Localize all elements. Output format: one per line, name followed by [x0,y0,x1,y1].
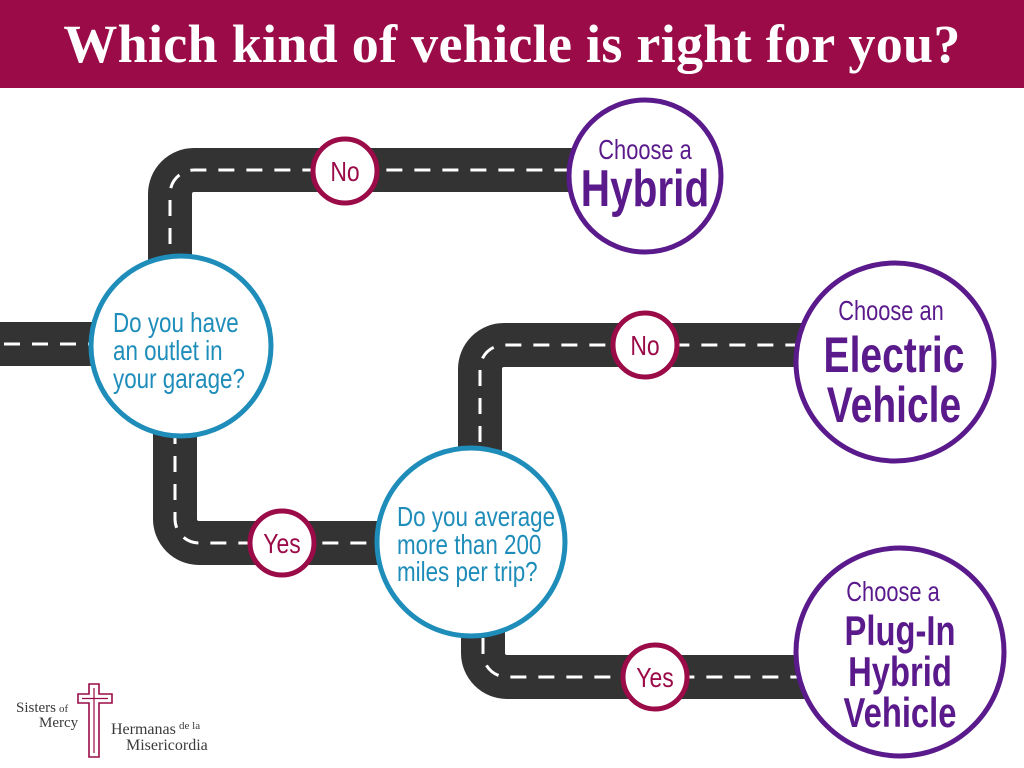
logo-text-misericordia: Misericordia [126,737,208,754]
road-centerline [173,400,420,545]
question-text-line: Do you average [397,502,555,533]
outcome-lead-text: Choose a [598,134,691,165]
answer-circle [620,642,690,712]
outcome-electric-node: Choose an Electric Vehicle [793,260,997,464]
outcome-name-line: Vehicle [844,689,957,736]
outcome-name-line: Hybrid [848,648,952,695]
outcome-plug-in-hybrid-node: Choose a Plug-In Hybrid Vehicle [793,545,1007,759]
question-text-line: more than 200 [397,530,541,561]
answer-label: Yes [263,529,300,560]
question-text-line: Do you have [113,308,239,339]
road-centerline [478,343,830,470]
question-text-line: miles per trip? [397,557,538,588]
road-centerline [481,610,830,679]
outcome-circle [793,260,997,464]
outcome-name-line: Plug-In [845,607,956,654]
mercy-cross-icon [77,683,113,758]
outcome-lead-text: Choose an [838,295,944,326]
question-outlet-node: Do you have an outlet in your garage? [88,253,274,439]
answer-circle [310,136,380,206]
answer-label: Yes [636,663,673,694]
outcome-name-line: Vehicle [827,376,961,433]
outcome-hybrid-node: Choose a Hybrid [566,97,724,255]
logo-text-sisters: Sisters [16,700,56,716]
answer-label: No [630,331,659,362]
answer-badge-no-outlet: No [310,136,380,206]
outcome-name-line: Electric [824,326,965,383]
outcome-circle [566,97,724,255]
road-to-mileage-question [153,400,420,565]
outcome-lead-text: Choose a [846,576,939,607]
sisters-of-mercy-logo: Sisters of Mercy Hermanas de la Miserico… [16,683,208,758]
answer-badge-no-mileage: No [610,310,680,380]
answer-badge-yes-mileage: Yes [620,642,690,712]
answer-circle [610,310,680,380]
page-title: Which kind of vehicle is right for you? [63,14,961,74]
outcome-name-line: Hybrid [581,159,709,217]
road-to-electric [458,323,830,470]
logo-text-hermanas: Hermanas [111,721,176,738]
answer-badge-yes-outlet: Yes [247,508,317,578]
logo-text-de-la: de la [179,720,200,732]
road-to-hybrid [148,148,610,300]
road-network [0,148,830,699]
title-banner: Which kind of vehicle is right for you? [0,0,1024,88]
question-text-line: your garage? [113,364,245,395]
road-centerline [168,168,610,300]
logo-text-of: of [59,703,69,715]
question-circle [374,445,568,639]
question-text-line: an outlet in [113,336,223,367]
answer-label: No [330,157,359,188]
outcome-circle [793,545,1007,759]
road-to-plug-in-hybrid [461,610,830,699]
logo-text-mercy: Mercy [39,715,79,731]
question-circle [88,253,274,439]
answer-circle [247,508,317,578]
question-mileage-node: Do you average more than 200 miles per t… [374,445,568,639]
